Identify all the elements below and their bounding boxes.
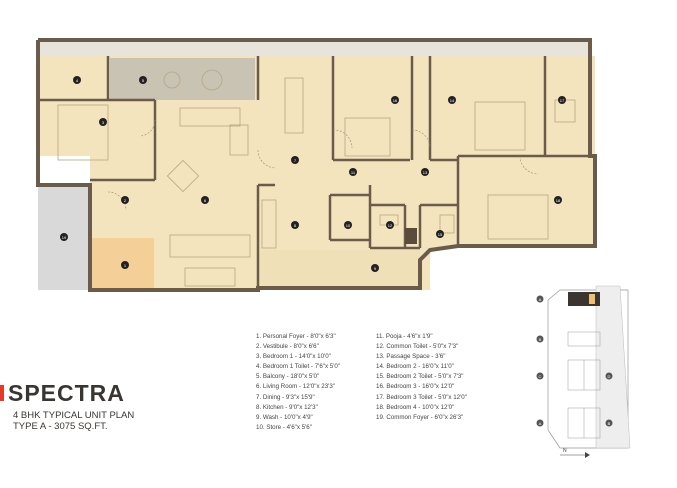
key-plan-highlight-unit bbox=[568, 292, 600, 306]
svg-text:D: D bbox=[608, 374, 611, 379]
legend-item: 2. Vestibule - 8'0"x 6'6" bbox=[256, 343, 319, 351]
keyplan-marker-B: B bbox=[536, 335, 544, 343]
svg-text:B: B bbox=[539, 337, 542, 342]
svg-text:15: 15 bbox=[438, 232, 443, 237]
svg-text:19: 19 bbox=[62, 235, 67, 240]
room-marker-18: 18 bbox=[554, 196, 562, 204]
room-marker-15: 15 bbox=[436, 230, 444, 238]
legend-item: 17. Bedroom 3 Toilet - 5'0"x 12'0" bbox=[376, 393, 467, 401]
svg-text:13: 13 bbox=[423, 170, 428, 175]
top-slab bbox=[36, 40, 591, 56]
room-marker-10: 10 bbox=[344, 221, 352, 229]
svg-text:7: 7 bbox=[294, 158, 297, 163]
legend-item: 14. Bedroom 2 - 16'0"x 11'0" bbox=[376, 363, 454, 371]
svg-text:3: 3 bbox=[102, 120, 105, 125]
legend-item: 10. Store - 4'6"x 5'6" bbox=[256, 423, 312, 431]
room-marker-11: 11 bbox=[349, 168, 357, 176]
legend-item: 12. Common Toilet - 5'0"x 7'3" bbox=[376, 343, 459, 351]
keyplan-marker-C: C bbox=[536, 372, 544, 380]
brand-accent-bar bbox=[0, 385, 4, 401]
svg-text:12: 12 bbox=[388, 223, 393, 228]
plan-title: 4 BHK TYPICAL UNIT PLAN TYPE A - 3075 SQ… bbox=[13, 410, 134, 432]
room-marker-16: 16 bbox=[391, 96, 399, 104]
keyplan-marker-A: A bbox=[536, 419, 544, 427]
legend-item: 1. Personal Foyer - 8'0"x 6'3" bbox=[256, 333, 336, 340]
legend-column-1: 1. Personal Foyer - 8'0"x 6'3" 2. Vestib… bbox=[256, 332, 340, 433]
outer-walls bbox=[36, 38, 597, 292]
svg-text:10: 10 bbox=[346, 223, 351, 228]
legend-item: 15. Bedroom 2 Toilet - 5'0"x 7'3" bbox=[376, 373, 464, 381]
legend-item: 18. Bedroom 4 - 10'0"x 12'0" bbox=[376, 403, 455, 411]
room-marker-8: 8 bbox=[291, 221, 299, 229]
svg-text:1: 1 bbox=[124, 263, 127, 268]
keyplan-marker-B: B bbox=[605, 419, 613, 427]
room-marker-7: 7 bbox=[291, 156, 299, 164]
room-marker-3: 3 bbox=[99, 118, 107, 126]
room-marker-13: 13 bbox=[421, 168, 429, 176]
legend-item: 16. Bedroom 3 - 16'0"x 12'0" bbox=[376, 383, 455, 391]
svg-text:17: 17 bbox=[560, 98, 565, 103]
plan-title-line1: 4 BHK TYPICAL UNIT PLAN bbox=[13, 410, 135, 421]
key-plan bbox=[547, 285, 631, 449]
north-arrow: N bbox=[560, 448, 590, 458]
svg-text:8: 8 bbox=[294, 223, 297, 228]
room-marker-19: 19 bbox=[60, 233, 68, 241]
room-marker-12: 12 bbox=[386, 221, 394, 229]
legend-item: 3. Bedroom 1 - 14'0"x 10'0" bbox=[256, 353, 331, 361]
legend-column-2: 11. Pooja - 4'6"x 1'9" 12. Common Toilet… bbox=[376, 332, 467, 423]
svg-text:14: 14 bbox=[450, 98, 455, 103]
north-label: N bbox=[563, 448, 567, 454]
room-marker-14: 14 bbox=[448, 96, 456, 104]
legend-item: 6. Living Room - 12'0"x 23'3" bbox=[256, 383, 335, 391]
svg-text:6: 6 bbox=[204, 198, 207, 203]
legend-item: 9. Wash - 10'0"x 4'9" bbox=[256, 413, 313, 421]
svg-text:A: A bbox=[539, 421, 542, 426]
svg-text:C: C bbox=[539, 374, 542, 379]
room-marker-6: 6 bbox=[201, 196, 209, 204]
svg-text:4: 4 bbox=[76, 78, 79, 83]
svg-text:B: B bbox=[608, 421, 611, 426]
svg-text:A: A bbox=[539, 297, 542, 302]
svg-text:9: 9 bbox=[374, 266, 377, 271]
room-marker-5: 5 bbox=[139, 76, 147, 84]
door-swings bbox=[107, 119, 539, 211]
keyplan-marker-D: D bbox=[605, 372, 613, 380]
legend-item: 8. Kitchen - 9'0"x 12'3" bbox=[256, 403, 318, 411]
column bbox=[405, 228, 417, 244]
room-marker-2: 2 bbox=[121, 196, 129, 204]
room-marker-17: 17 bbox=[558, 96, 566, 104]
plan-title-line2: TYPE A - 3075 SQ.FT. bbox=[13, 421, 108, 432]
room-marker-4: 4 bbox=[73, 76, 81, 84]
balcony bbox=[110, 58, 255, 100]
svg-text:11: 11 bbox=[351, 170, 356, 175]
keyplan-marker-A: A bbox=[536, 295, 544, 303]
svg-text:18: 18 bbox=[556, 198, 561, 203]
brand-logo: SPECTRA bbox=[8, 380, 125, 406]
room-marker-1: 1 bbox=[121, 261, 129, 269]
room-marker-9: 9 bbox=[371, 264, 379, 272]
legend-item: 7. Dining - 9'3"x 15'9" bbox=[256, 393, 315, 401]
svg-text:2: 2 bbox=[124, 198, 127, 203]
legend-item: 11. Pooja - 4'6"x 1'9" bbox=[376, 333, 433, 340]
wash-area bbox=[260, 250, 420, 288]
svg-text:5: 5 bbox=[142, 78, 145, 83]
legend-item: 4. Bedroom 1 Toilet - 7'6"x 5'0" bbox=[256, 363, 341, 371]
svg-text:16: 16 bbox=[393, 98, 398, 103]
legend-item: 13. Passage Space - 3'6" bbox=[376, 353, 446, 361]
legend-item: 5. Balcony - 18'0"x 5'0" bbox=[256, 373, 320, 381]
legend-item: 19. Common Foyer - 6'0"x 26'3" bbox=[376, 413, 464, 421]
